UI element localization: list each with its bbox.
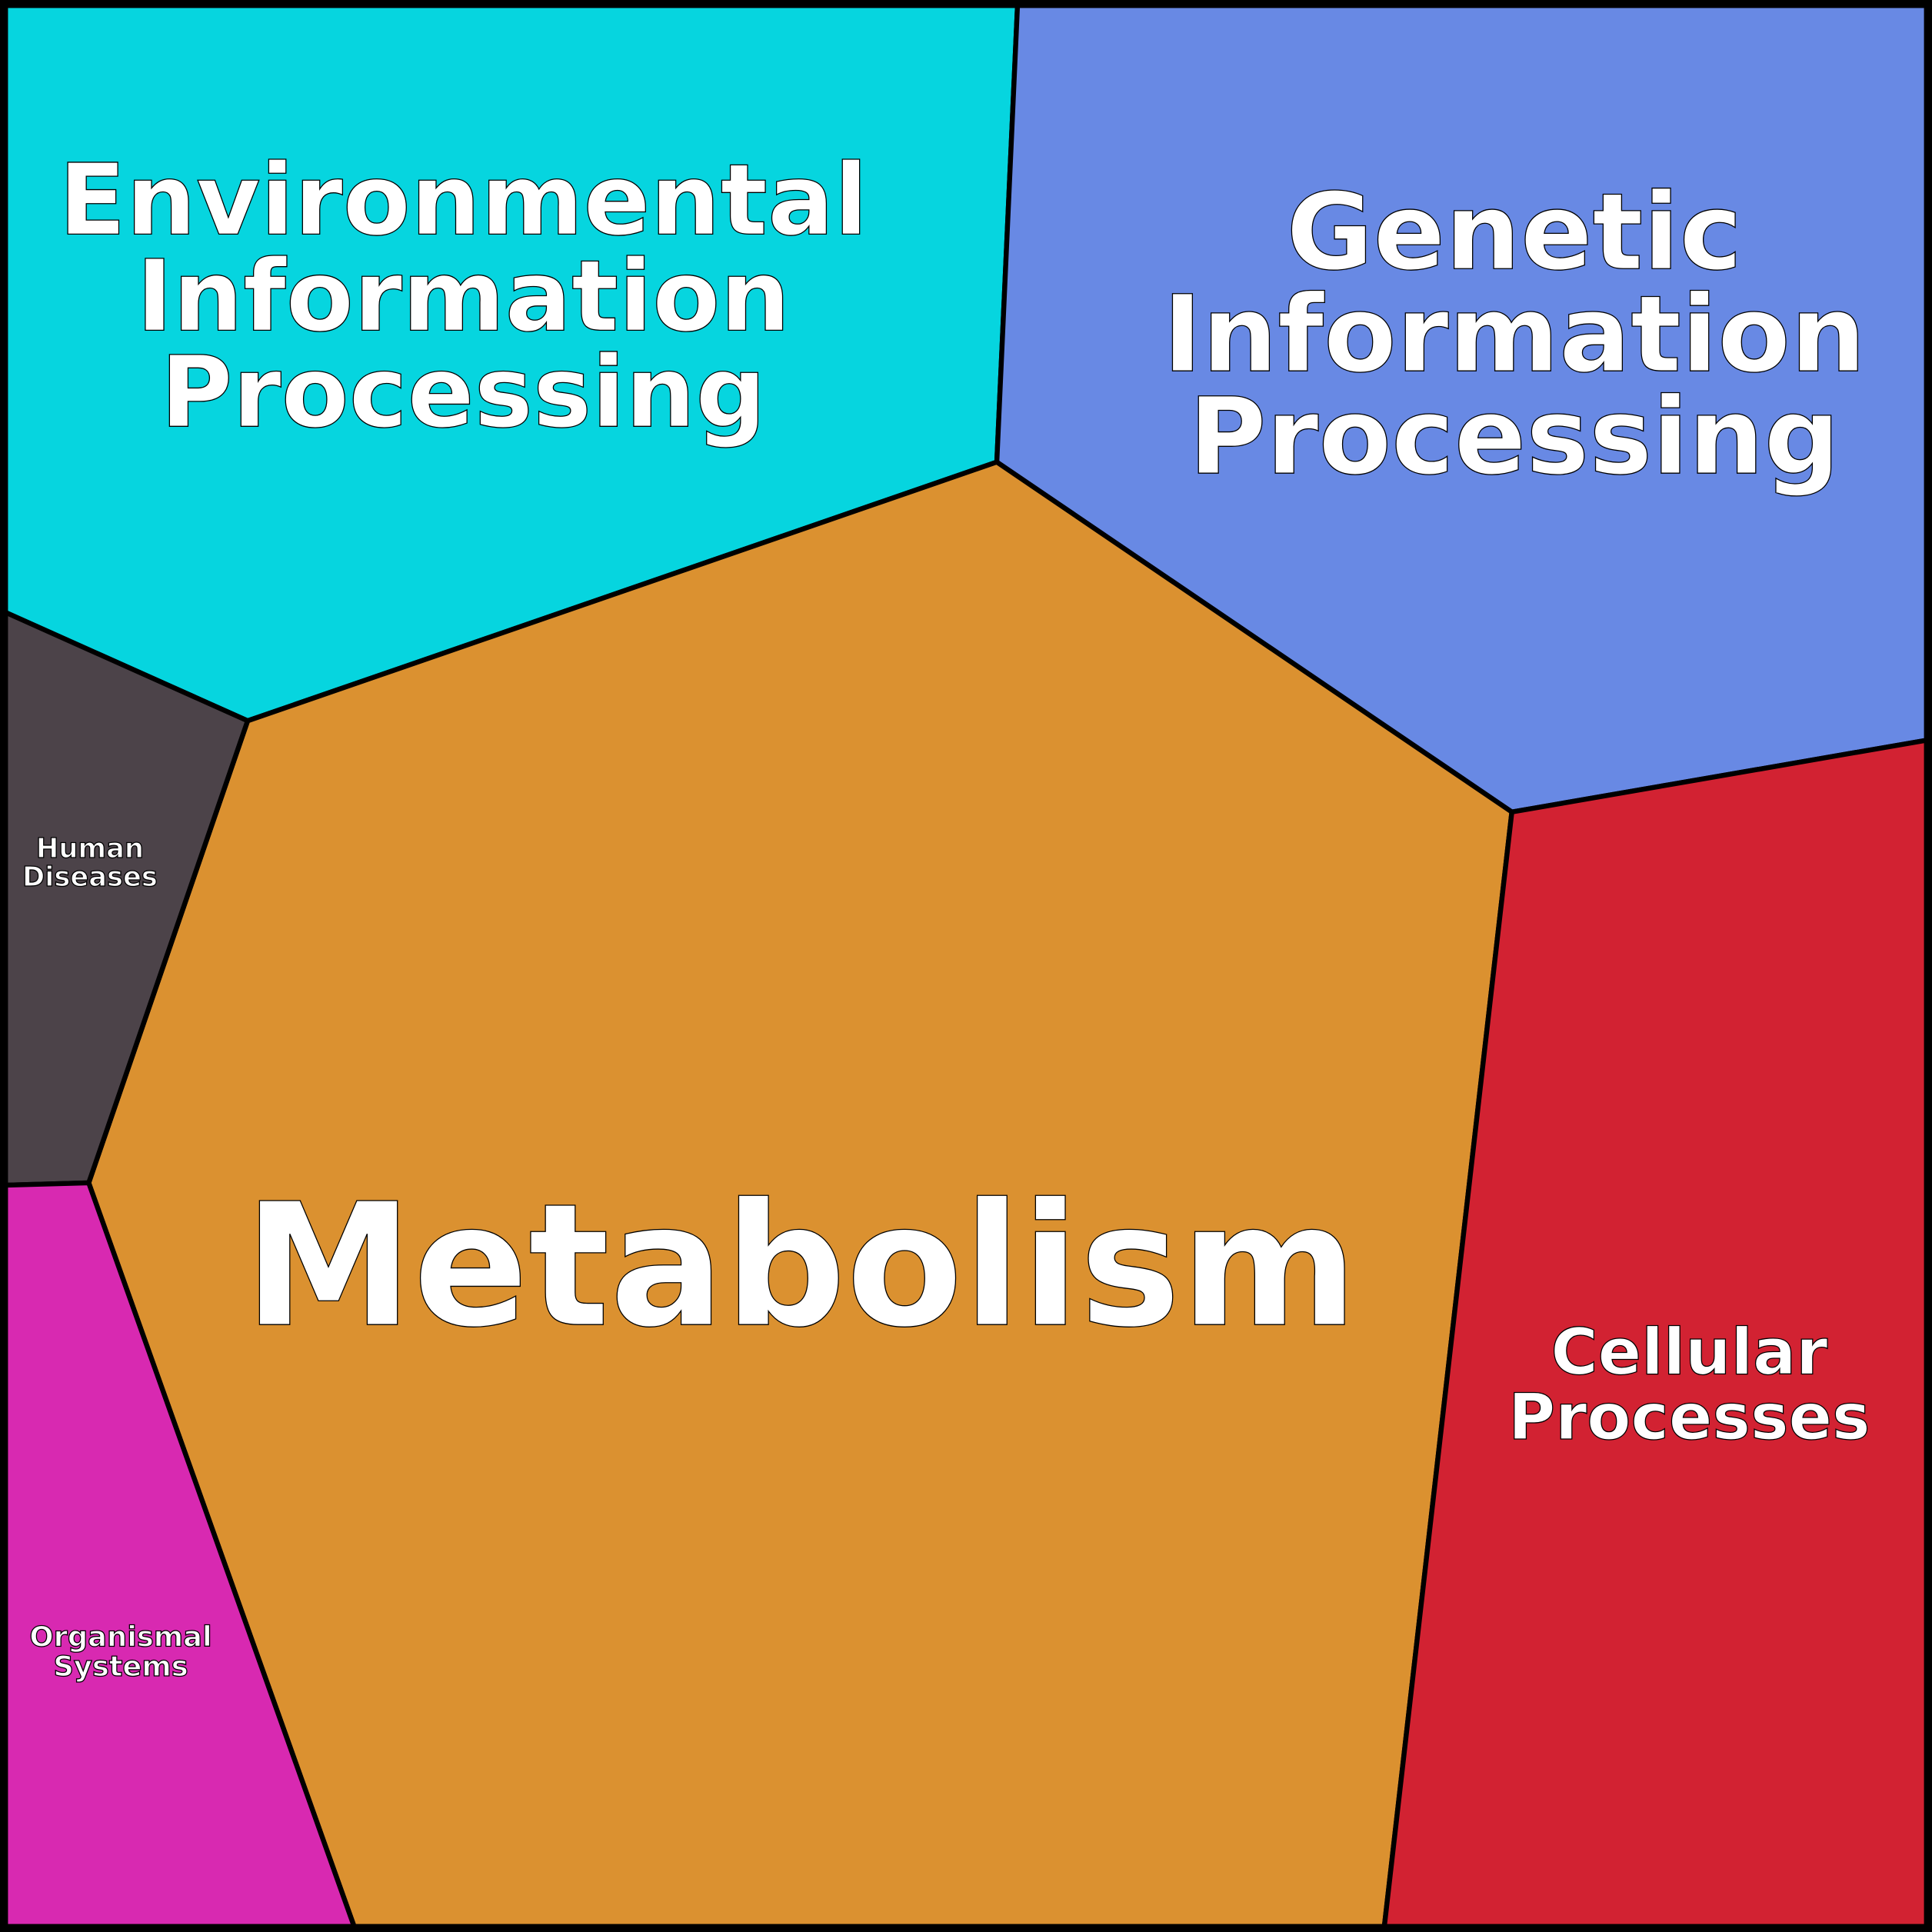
label-environmental-information-processing: Environmental	[58, 143, 868, 258]
label-environmental-information-processing: Information	[136, 239, 790, 354]
label-human-diseases: Human	[36, 833, 144, 864]
label-cellular-processes: Processes	[1508, 1380, 1870, 1454]
label-environmental-information-processing: Processing	[161, 335, 767, 450]
label-human-diseases: Diseases	[22, 861, 158, 893]
cell-organismal-systems	[0, 1180, 359, 1932]
label-metabolism: Metabolism	[244, 1168, 1357, 1365]
label-genetic-information-processing: Information	[1163, 273, 1866, 396]
label-organismal-systems: Systems	[53, 1650, 188, 1683]
label-cellular-processes: Cellular	[1551, 1314, 1827, 1389]
label-genetic-information-processing: Processing	[1189, 375, 1840, 498]
cell-cellular-processes	[1381, 737, 1932, 1932]
label-genetic-information-processing: Genetic	[1287, 171, 1743, 294]
label-organismal-systems: Organismal	[29, 1620, 212, 1653]
